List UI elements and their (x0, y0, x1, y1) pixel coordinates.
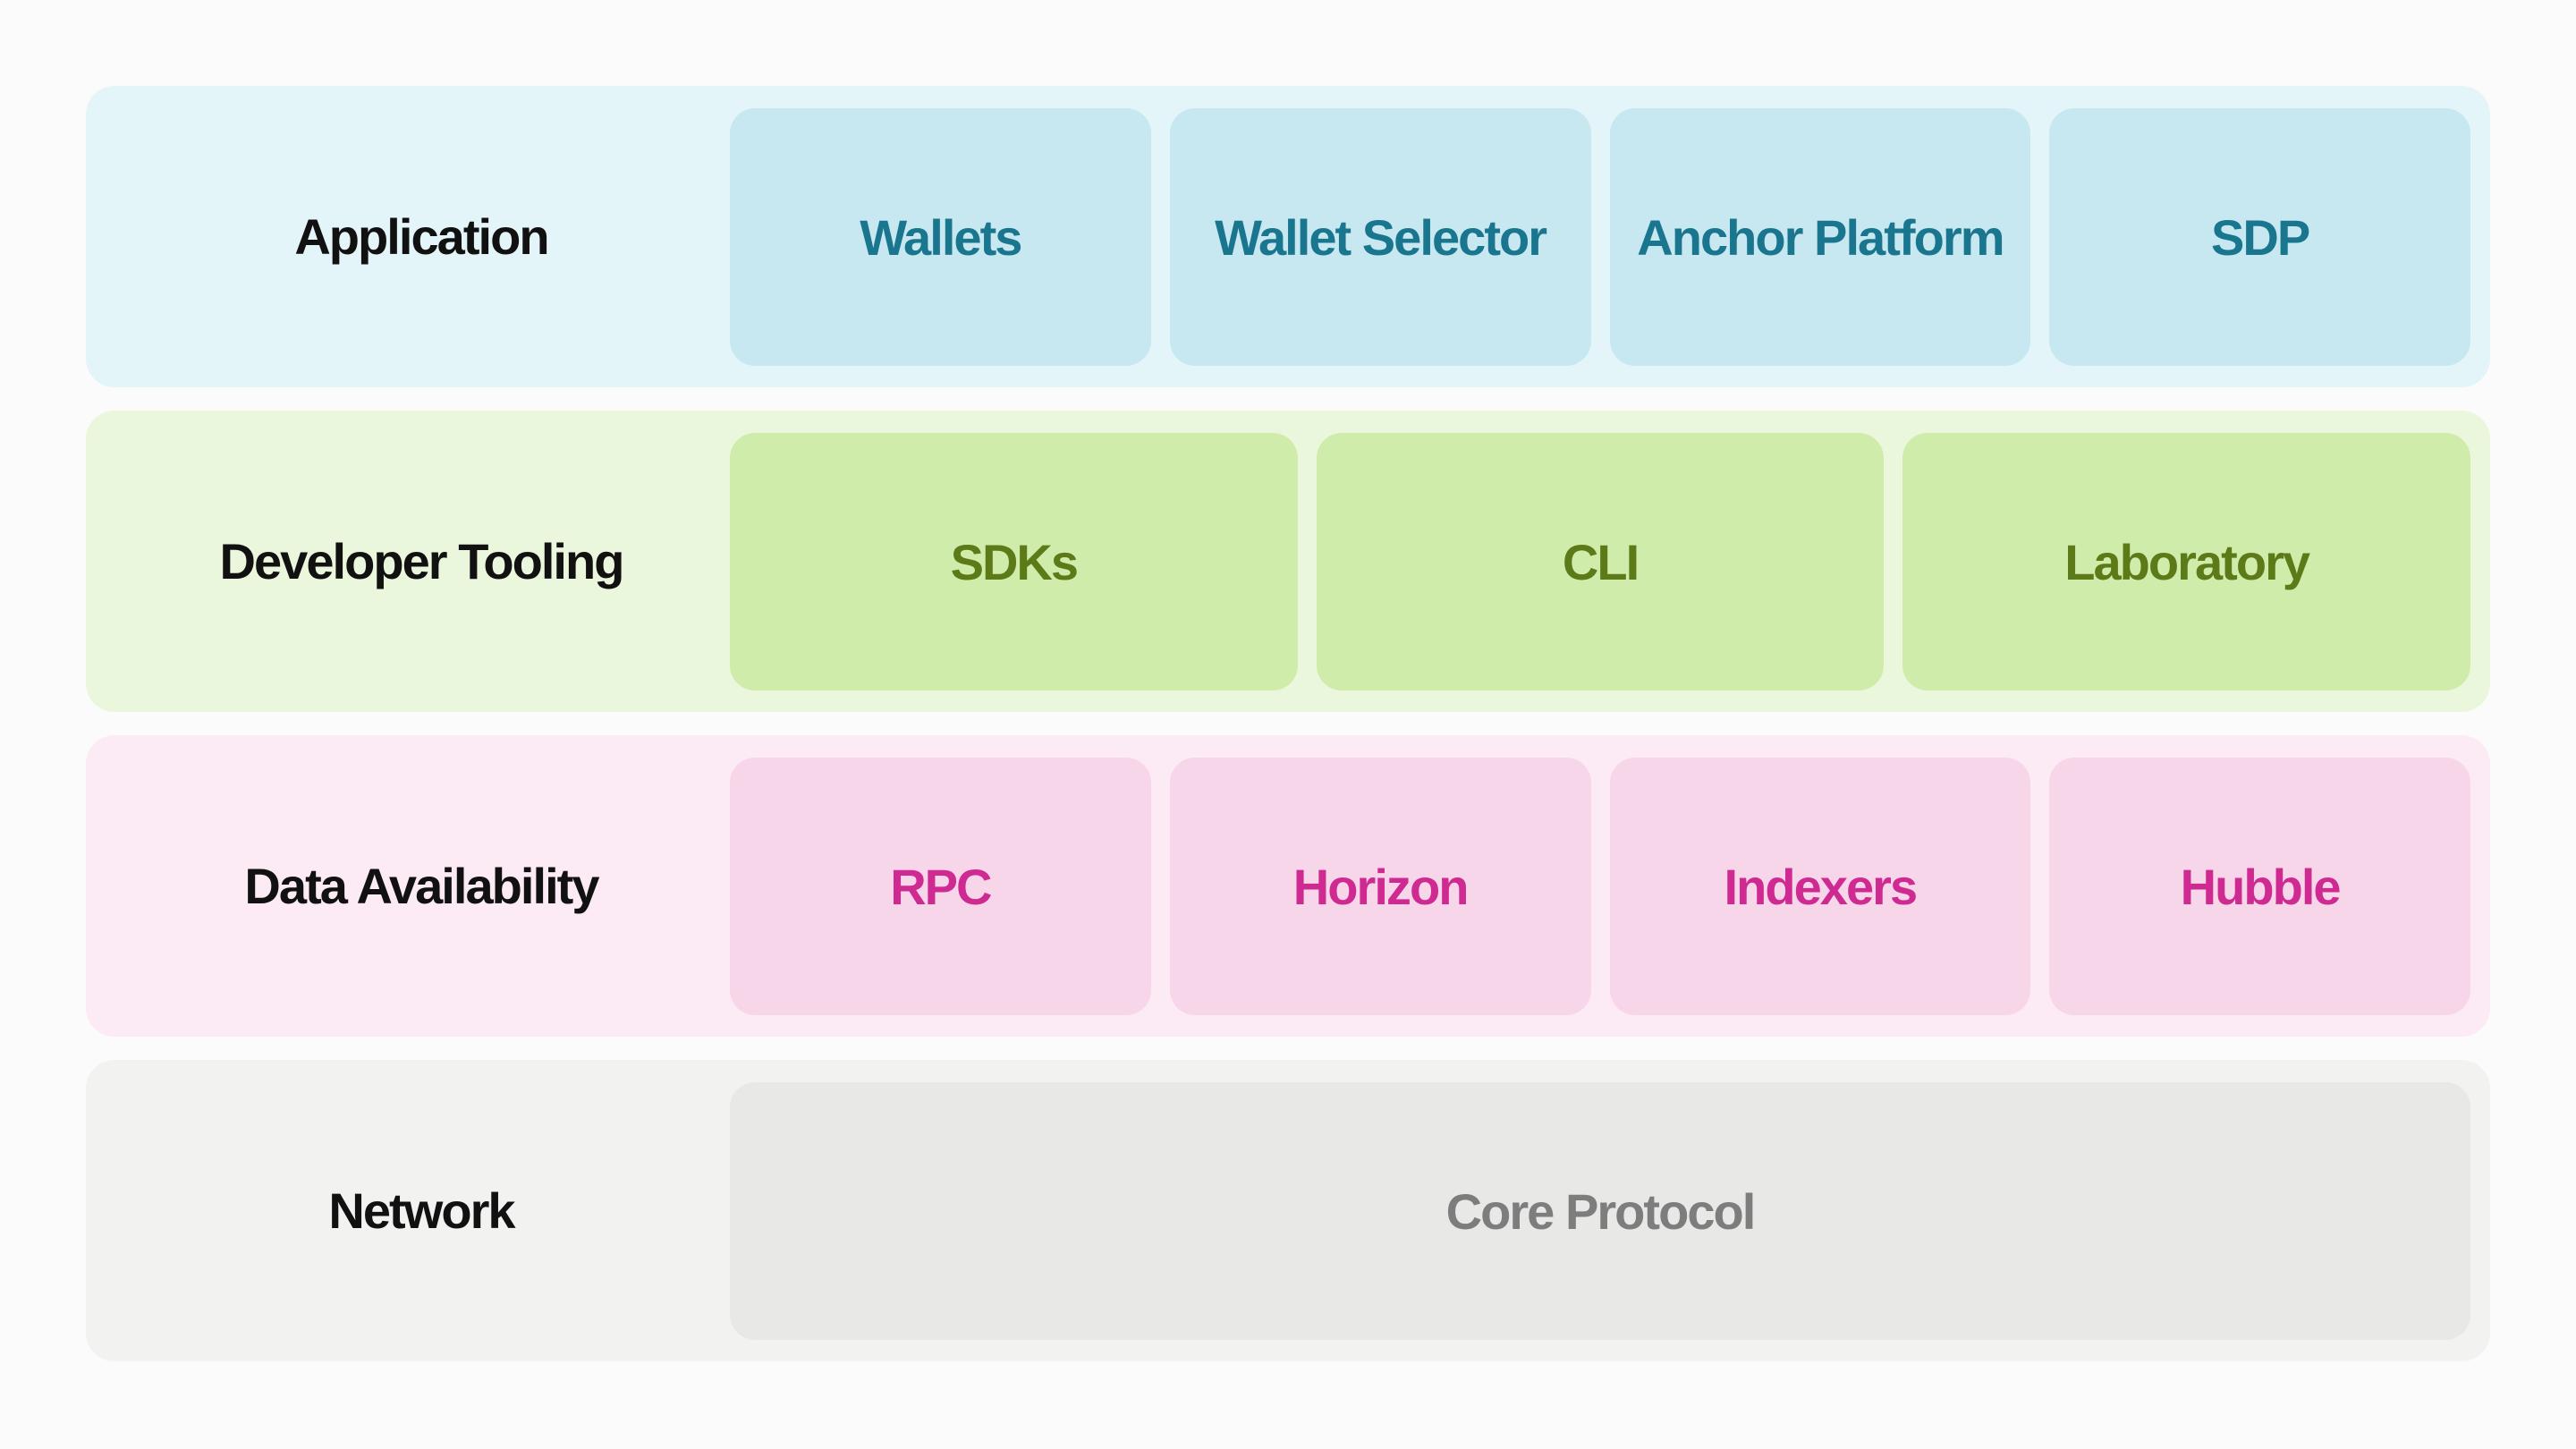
chip-anchor-platform: Anchor Platform (1609, 108, 2031, 366)
layer-developer-tooling-chips: SDKs CLI Laboratory (730, 411, 2490, 712)
chip-wallet-selector: Wallet Selector (1169, 108, 1591, 366)
layer-application-chips: Wallets Wallet Selector Anchor Platform … (730, 86, 2490, 387)
layer-network-chips: Core Protocol (730, 1060, 2490, 1361)
chip-core-protocol: Core Protocol (730, 1082, 2470, 1340)
chip-rpc: RPC (730, 758, 1151, 1015)
chip-cli: CLI (1316, 433, 1885, 691)
layer-data-availability: Data Availability RPC Horizon Indexers H… (86, 735, 2490, 1037)
chip-laboratory: Laboratory (1902, 433, 2471, 691)
layer-stack: Application Wallets Wallet Selector Anch… (86, 86, 2490, 1361)
chip-horizon: Horizon (1169, 758, 1591, 1015)
layer-application: Application Wallets Wallet Selector Anch… (86, 86, 2490, 387)
layer-data-availability-chips: RPC Horizon Indexers Hubble (730, 735, 2490, 1037)
chip-sdks: SDKs (730, 433, 1298, 691)
chip-indexers: Indexers (1609, 758, 2031, 1015)
chip-hubble: Hubble (2049, 758, 2470, 1015)
layer-network: Network Core Protocol (86, 1060, 2490, 1361)
layer-data-availability-label: Data Availability (244, 858, 599, 914)
layer-network-label: Network (328, 1182, 515, 1239)
chip-wallets: Wallets (730, 108, 1151, 366)
layer-developer-tooling: Developer Tooling SDKs CLI Laboratory (86, 411, 2490, 712)
chip-sdp: SDP (2049, 108, 2470, 366)
layer-application-label: Application (294, 208, 549, 265)
layer-developer-tooling-label: Developer Tooling (219, 533, 624, 589)
